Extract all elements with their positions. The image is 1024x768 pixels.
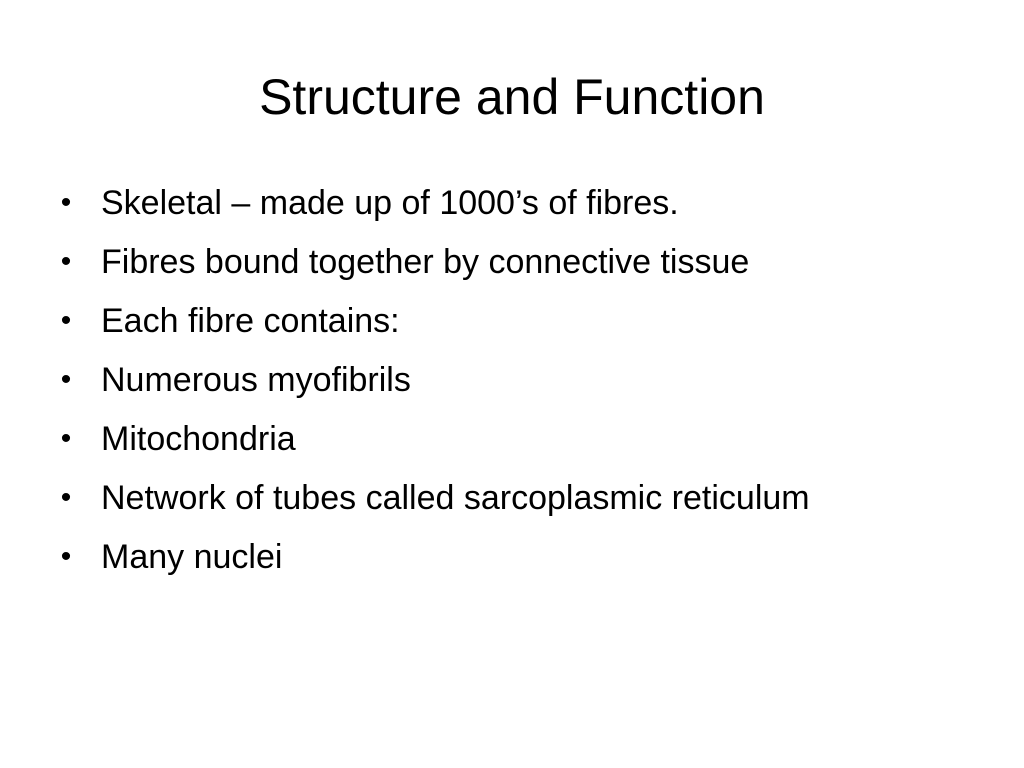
bullet-text: Each fibre contains: (101, 302, 400, 340)
slide-title: Structure and Function (259, 69, 765, 125)
bullet-item-myofibrils: • Numerous myofibrils (56, 357, 956, 403)
bullet-point-icon: • (60, 481, 72, 514)
bullet-text: Network of tubes called sarcoplasmic ret… (101, 479, 810, 517)
bullet-item-fibres-bound: • Fibres bound together by connective ti… (56, 239, 956, 285)
bullet-item-fibre-contains: • Each fibre contains: (56, 298, 956, 344)
bullet-text: Skeletal – made up of 1000’s of fibres. (101, 184, 679, 222)
bullet-point-icon: • (60, 304, 72, 337)
bullet-text: Numerous myofibrils (101, 361, 411, 399)
bullet-item-sarcoplasmic-reticulum: • Network of tubes called sarcoplasmic r… (56, 475, 956, 521)
bullet-point-icon: • (60, 363, 72, 396)
bullet-item-nuclei: • Many nuclei (56, 534, 956, 580)
bullet-point-icon: • (60, 245, 72, 278)
bullet-text: Mitochondria (101, 420, 296, 458)
bullet-point-icon: • (60, 186, 72, 219)
bullet-list: • Skeletal – made up of 1000’s of fibres… (56, 180, 956, 580)
bullet-point-icon: • (60, 422, 72, 455)
bullet-point-icon: • (60, 540, 72, 573)
bullet-item-mitochondria: • Mitochondria (56, 416, 956, 462)
bullet-text: Fibres bound together by connective tiss… (101, 243, 750, 281)
bullet-text: Many nuclei (101, 538, 283, 576)
bullet-item-skeletal: • Skeletal – made up of 1000’s of fibres… (56, 180, 956, 226)
